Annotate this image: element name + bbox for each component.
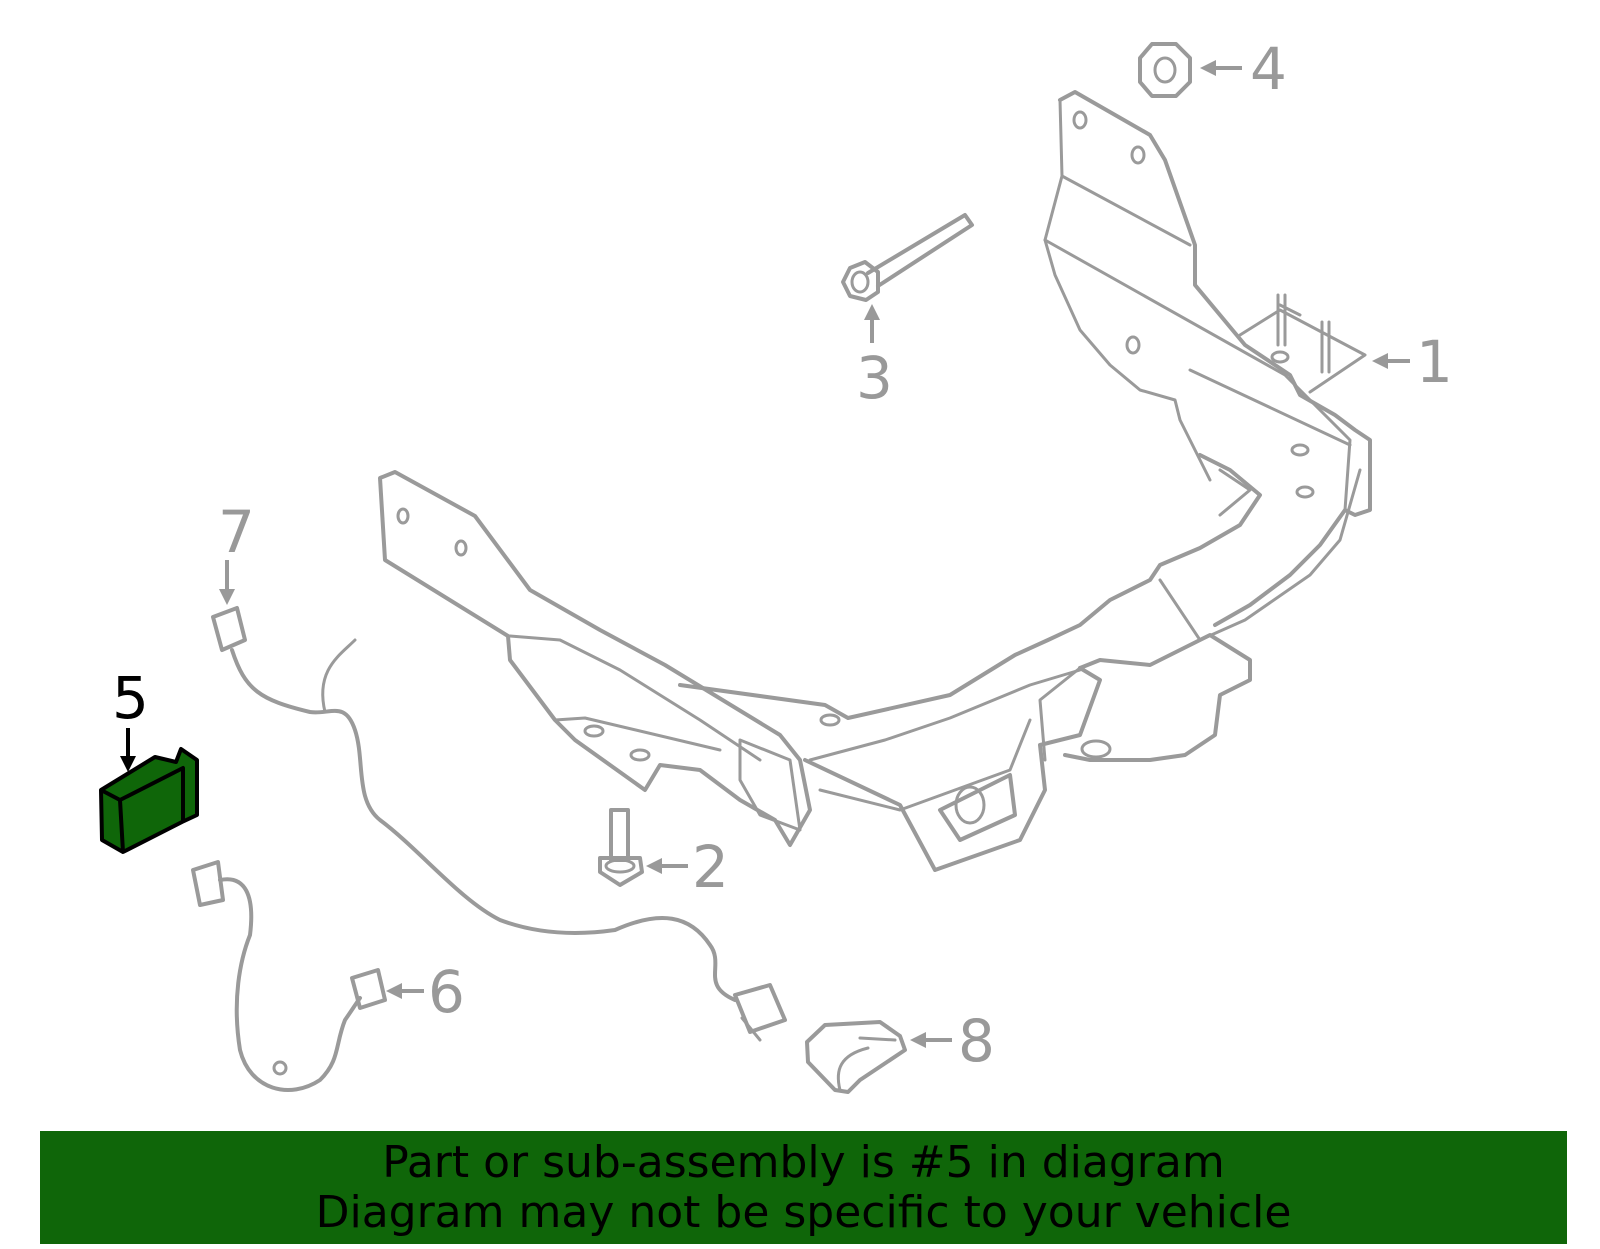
wiring-harness-part-7[interactable]	[211, 606, 787, 1042]
callout-2: 2	[692, 833, 729, 901]
info-banner: Part or sub-assembly is #5 in diagram Di…	[40, 1131, 1567, 1244]
callout-4: 4	[1250, 35, 1287, 103]
callout-1: 1	[1416, 328, 1453, 396]
callout-6: 6	[428, 958, 465, 1026]
module-part-5[interactable]	[99, 747, 199, 854]
bolt-part-2[interactable]	[598, 808, 644, 887]
connector-part-8[interactable]	[805, 1020, 907, 1094]
callout-8: 8	[958, 1007, 995, 1075]
wiring-harness-part-6[interactable]	[191, 860, 387, 1092]
long-bolt-part-3[interactable]	[841, 213, 974, 302]
nut-part-4[interactable]	[1138, 42, 1192, 98]
callout-labels: 1 2 3 4 5 6 7 8	[112, 35, 1453, 1075]
callout-5: 5	[112, 664, 149, 732]
hitch-frame-part-1[interactable]	[378, 90, 1372, 872]
callout-7: 7	[218, 498, 255, 566]
callout-arrows	[120, 60, 1410, 1048]
banner-line-1: Part or sub-assembly is #5 in diagram	[382, 1136, 1225, 1188]
callout-3: 3	[856, 344, 893, 412]
banner-line-2: Diagram may not be specific to your vehi…	[315, 1186, 1292, 1238]
